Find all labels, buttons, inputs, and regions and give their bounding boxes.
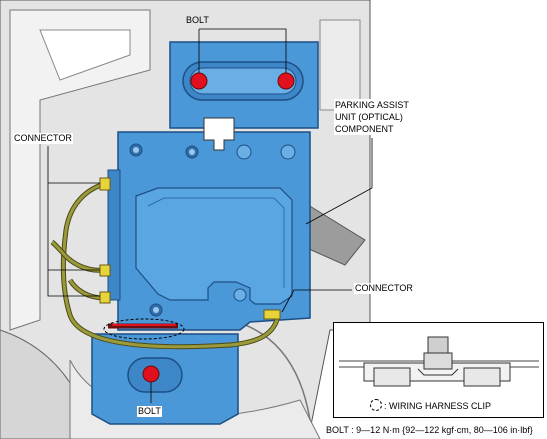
- top-mounting-bracket: [169, 41, 319, 129]
- leader-lines: [47, 28, 373, 403]
- parking-assist-unit-label-line-2: UNIT (OPTICAL): [335, 112, 403, 122]
- bolt-top-left-icon: [190, 72, 208, 90]
- connector-right: [263, 309, 281, 320]
- connector-right-label: CONNECTOR: [354, 283, 414, 294]
- parking-assist-unit-label-line-3: COMPONENT: [335, 124, 394, 134]
- wiring-harness-clip-marker: [103, 318, 185, 340]
- clip-legend: : WIRING HARNESS CLIP: [370, 399, 491, 412]
- parking-assist-unit-body: [107, 117, 311, 331]
- bolt-top-label: BOLT: [186, 15, 209, 25]
- connector-lower-left: [99, 291, 111, 304]
- parking-assist-unit-label-line-1: PARKING ASSIST: [335, 100, 409, 110]
- bolt-bottom-icon: [142, 365, 160, 383]
- bolt-top-right-icon: [277, 72, 295, 90]
- bolt-torque-spec: BOLT : 9—12 N·m {92—122 kgf·cm, 80—106 i…: [326, 425, 533, 435]
- bolt-bottom-label: BOLT: [137, 406, 162, 417]
- wiring-harness-clip-detail-inset: : WIRING HARNESS CLIP: [333, 322, 544, 418]
- connector-upper-left: [99, 177, 111, 191]
- clip-detail-drawing: [339, 336, 539, 387]
- connector-left-label: CONNECTOR: [13, 133, 73, 144]
- clip-legend-text: : WIRING HARNESS CLIP: [384, 401, 492, 411]
- connector-middle-left: [99, 264, 111, 277]
- dashed-circle-icon: [370, 399, 382, 411]
- parking-assist-unit-label: PARKING ASSIST UNIT (OPTICAL) COMPONENT: [334, 99, 410, 135]
